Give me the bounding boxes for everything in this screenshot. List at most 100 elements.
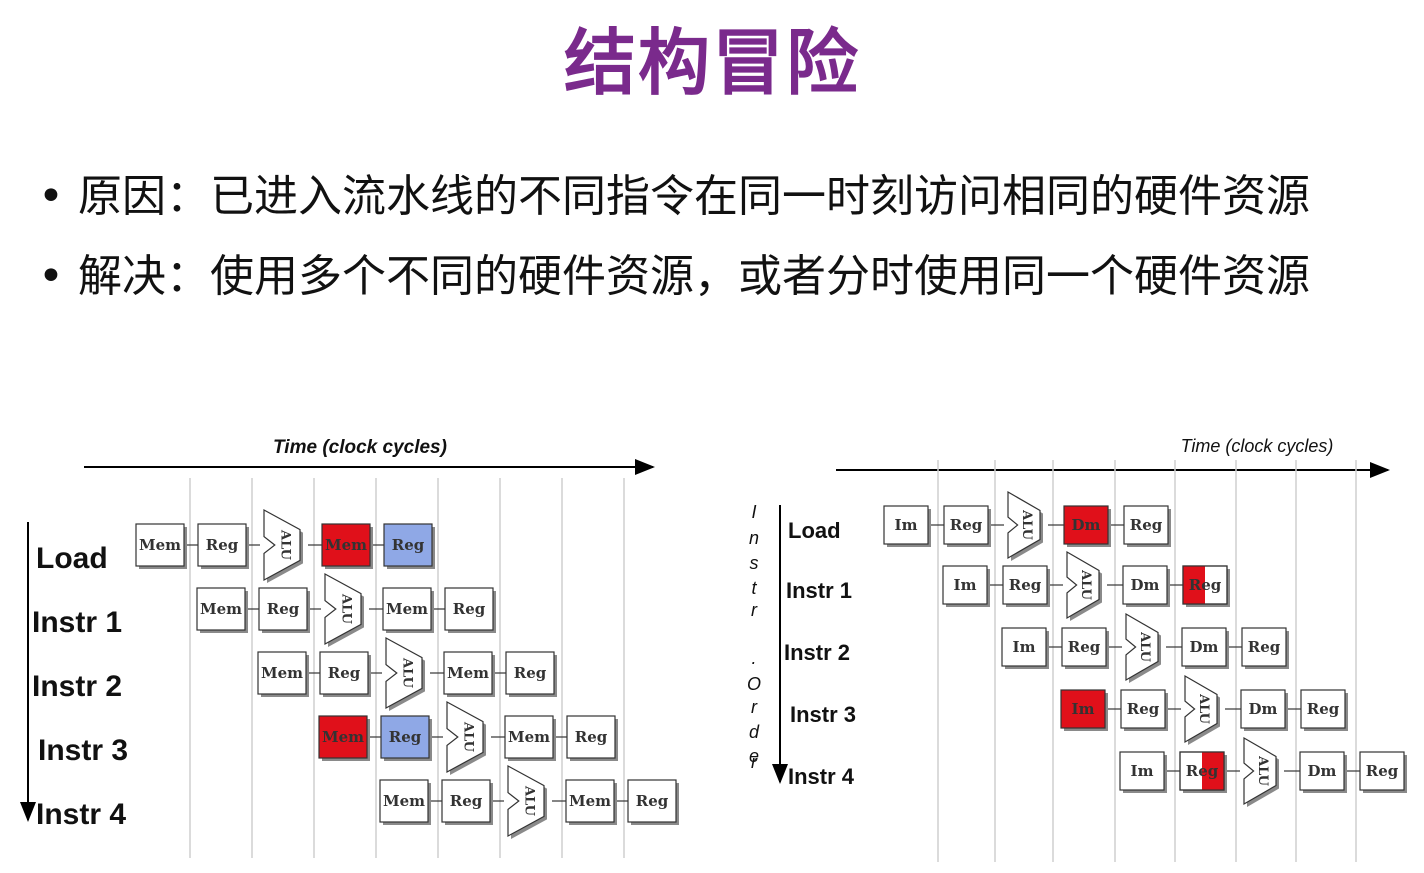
- stage-alu-symbol: ALU: [446, 700, 486, 775]
- stage-label: Reg: [453, 600, 486, 618]
- stage-label: Reg: [1366, 762, 1399, 780]
- pipeline-row: Load Im Reg ALU Dm Reg: [788, 490, 1171, 561]
- stage-label: Reg: [389, 728, 422, 746]
- stage-mem-box: Mem: [382, 587, 434, 633]
- stage-mem-box: Mem: [379, 779, 431, 825]
- stage-label: Dm: [1308, 762, 1337, 780]
- stage-label: ALU: [1137, 631, 1152, 663]
- stage-reg-box: Reg: [1002, 565, 1050, 607]
- stage-reg-box: Reg: [444, 587, 496, 633]
- stage-alu-symbol: ALU: [1007, 490, 1043, 561]
- row-label: Instr 2: [784, 640, 850, 665]
- stage-reg-box: Reg: [258, 587, 310, 633]
- stage-im-box: Im: [1119, 751, 1167, 793]
- stage-label: Reg: [1068, 638, 1101, 656]
- row-label: Instr 4: [788, 764, 855, 789]
- row-label: Instr 3: [790, 702, 856, 727]
- stage-reg-box: Reg: [441, 779, 493, 825]
- stage-mem-box: Mem: [504, 715, 556, 761]
- row-label: Instr 3: [38, 734, 128, 767]
- bullet-dot: •: [38, 171, 64, 222]
- stage-label: Reg: [450, 792, 483, 810]
- stage-label: Mem: [508, 728, 550, 746]
- stage-reg-box: Reg: [1061, 627, 1109, 669]
- row-label: Instr 4: [36, 798, 126, 831]
- stage-label: Mem: [322, 728, 364, 746]
- stage-label: ALU: [339, 593, 354, 625]
- bullet-cause: • 原因：已进入流水线的不同指令在同一时刻访问相同的硬件资源: [38, 160, 1310, 224]
- stage-label: Mem: [139, 536, 181, 554]
- stage-label: Mem: [261, 664, 303, 682]
- stage-mem-box: Mem: [321, 523, 373, 569]
- stage-reg-box: Reg: [566, 715, 618, 761]
- stage-reg-box: Reg: [1123, 505, 1171, 547]
- stage-reg-box: Reg: [1179, 751, 1227, 793]
- stage-label: Reg: [1130, 516, 1163, 534]
- stage-dm-box: Dm: [1063, 505, 1111, 547]
- pipeline-row: Instr 3 Mem Reg ALU Mem Reg: [38, 700, 618, 775]
- stage-label: Im: [1131, 762, 1154, 780]
- stage-label: Reg: [1186, 762, 1219, 780]
- stage-label: Dm: [1072, 516, 1101, 534]
- stage-reg-box: Reg: [1120, 689, 1168, 731]
- row-label: Load: [788, 518, 841, 543]
- stage-label: Reg: [1307, 700, 1340, 718]
- bullet-solution: •解决：使用多个不同的硬件资源，或者分时使用同一个硬件资源: [38, 240, 1310, 304]
- stage-label: Mem: [200, 600, 242, 618]
- stage-dm-box: Dm: [1122, 565, 1170, 607]
- stage-label: Reg: [267, 600, 300, 618]
- stage-label: Mem: [447, 664, 489, 682]
- stage-label: Im: [1072, 700, 1095, 718]
- stage-label: Reg: [1248, 638, 1281, 656]
- stage-reg-box: Reg: [380, 715, 432, 761]
- stage-label: Reg: [950, 516, 983, 534]
- stage-reg-box: Reg: [505, 651, 557, 697]
- row-label: Instr 2: [32, 670, 122, 703]
- left-time-axis-label: Time (clock cycles): [273, 437, 447, 458]
- pipeline-row: Instr 4 Im Reg ALU Dm Reg: [788, 736, 1407, 807]
- stage-alu-symbol: ALU: [385, 636, 425, 711]
- stage-reg-box: Reg: [1300, 689, 1348, 731]
- bullet-text: 解决：使用多个不同的硬件资源，或者分时使用同一个硬件资源: [78, 251, 1310, 302]
- row-label: Load: [36, 542, 108, 575]
- stage-reg-box: Reg: [943, 505, 991, 547]
- stage-label: Dm: [1190, 638, 1219, 656]
- stage-label: ALU: [461, 721, 476, 753]
- stage-dm-box: Dm: [1181, 627, 1229, 669]
- stage-reg-box: Reg: [197, 523, 249, 569]
- stage-alu-symbol: ALU: [1184, 674, 1220, 745]
- stage-label: Reg: [328, 664, 361, 682]
- stage-alu-symbol: ALU: [1125, 612, 1161, 683]
- stage-label: Dm: [1249, 700, 1278, 718]
- stage-mem-box: Mem: [565, 779, 617, 825]
- stage-label: ALU: [400, 657, 415, 689]
- stage-reg-box: Reg: [627, 779, 679, 825]
- stage-label: Im: [954, 576, 977, 594]
- pipeline-row: Instr 4 Mem Reg ALU Mem Reg: [36, 764, 679, 839]
- stage-label: Mem: [383, 792, 425, 810]
- stage-label: Reg: [1189, 576, 1222, 594]
- stage-label: Reg: [206, 536, 239, 554]
- stage-alu-symbol: ALU: [1066, 550, 1102, 621]
- stage-reg-box: Reg: [1241, 627, 1289, 669]
- stage-alu-symbol: ALU: [1243, 736, 1279, 807]
- bullet-text: 原因：已进入流水线的不同指令在同一时刻访问相同的硬件资源: [78, 171, 1310, 222]
- stage-dm-box: Dm: [1240, 689, 1288, 731]
- stage-mem-box: Mem: [135, 523, 187, 569]
- stage-label: Mem: [569, 792, 611, 810]
- stage-label: Im: [895, 516, 918, 534]
- stage-label: Reg: [636, 792, 669, 810]
- stage-label: ALU: [1078, 569, 1093, 601]
- stage-label: ALU: [1196, 693, 1211, 725]
- stage-alu-symbol: ALU: [324, 572, 364, 647]
- stage-label: Mem: [386, 600, 428, 618]
- stage-alu-symbol: ALU: [507, 764, 547, 839]
- stage-label: Reg: [514, 664, 547, 682]
- stage-im-box: Im: [1001, 627, 1049, 669]
- stage-dm-box: Dm: [1299, 751, 1347, 793]
